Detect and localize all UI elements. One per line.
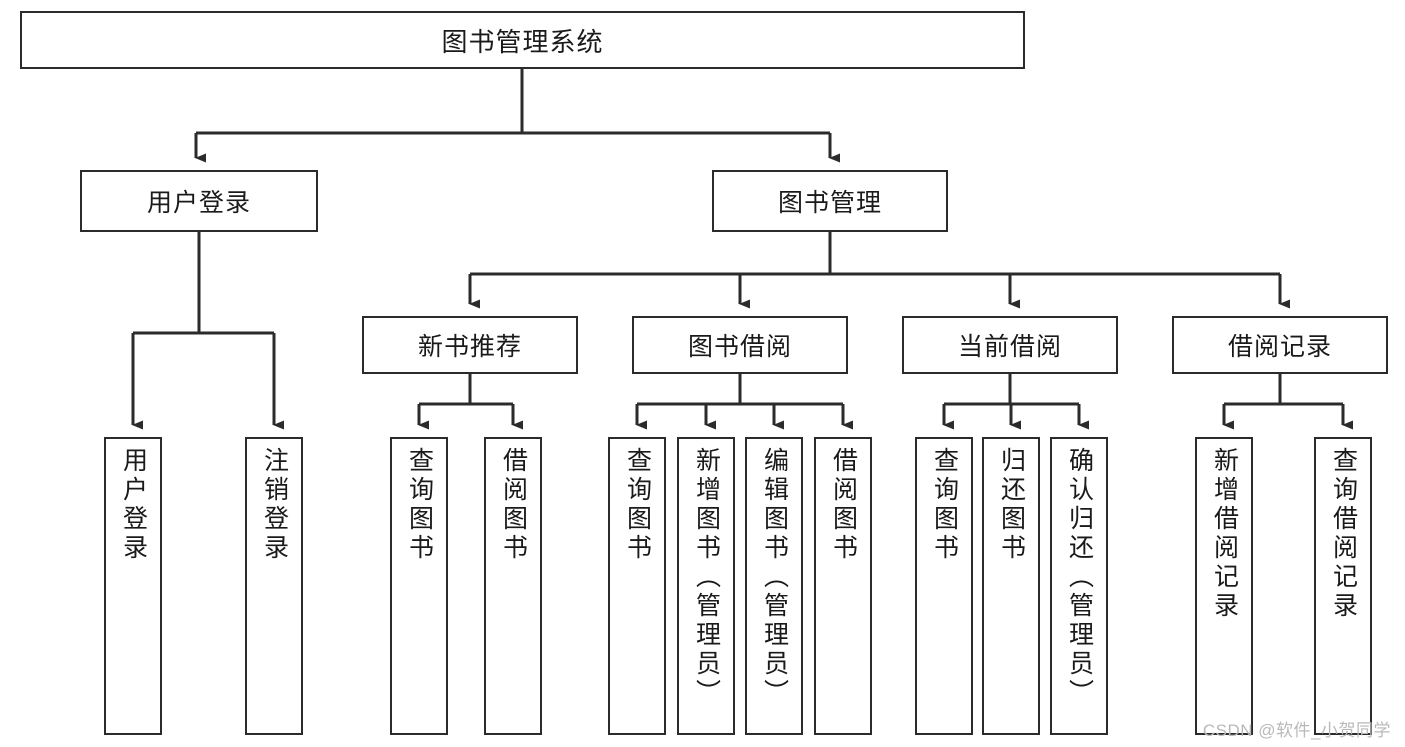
node-leaf-query-borrow-record[interactable]: 查询借阅记录	[1314, 437, 1372, 735]
node-label: 用户登录	[146, 189, 251, 217]
node-label: 借阅图书	[829, 447, 858, 563]
node-label: 当前借阅	[957, 333, 1062, 361]
node-new-book-recommendation[interactable]: 新书推荐	[362, 316, 578, 374]
node-leaf-borrow-book[interactable]: 借阅图书	[814, 437, 872, 735]
node-current-borrow[interactable]: 当前借阅	[902, 316, 1118, 374]
node-label: 新增借阅记录	[1210, 447, 1239, 621]
node-leaf-borrow-book-rec[interactable]: 借阅图书	[484, 437, 542, 735]
node-label: 图书管理系统	[441, 26, 604, 57]
node-user-login[interactable]: 用户登录	[80, 170, 318, 232]
node-label: 借阅记录	[1227, 333, 1332, 361]
node-label: 图书管理	[777, 189, 882, 217]
node-root-book-management-system[interactable]: 图书管理系统	[20, 11, 1025, 69]
node-leaf-query-book-current[interactable]: 查询图书	[915, 437, 973, 735]
node-leaf-return-book[interactable]: 归还图书	[982, 437, 1040, 735]
node-label: 确认归还（管理员）	[1065, 447, 1094, 708]
node-label: 查询图书	[930, 447, 959, 563]
node-leaf-query-book-borrow[interactable]: 查询图书	[608, 437, 666, 735]
watermark: CSDN @软件_小贺同学	[1202, 721, 1391, 740]
node-leaf-query-book-rec[interactable]: 查询图书	[390, 437, 448, 735]
node-label: 新书推荐	[417, 333, 522, 361]
node-label: 新增图书（管理员）	[692, 447, 721, 708]
node-label: 查询图书	[623, 447, 652, 563]
node-leaf-add-book-admin[interactable]: 新增图书（管理员）	[677, 437, 735, 735]
node-borrow-record[interactable]: 借阅记录	[1172, 316, 1388, 374]
node-label: 注销登录	[260, 447, 289, 563]
node-leaf-user-logout[interactable]: 注销登录	[245, 437, 303, 735]
node-label: 归还图书	[997, 447, 1026, 563]
node-leaf-user-login[interactable]: 用户登录	[104, 437, 162, 735]
node-label: 查询图书	[405, 447, 434, 563]
node-leaf-confirm-return-admin[interactable]: 确认归还（管理员）	[1050, 437, 1108, 735]
node-label: 图书借阅	[687, 333, 792, 361]
node-label: 查询借阅记录	[1329, 447, 1358, 621]
node-leaf-edit-book-admin[interactable]: 编辑图书（管理员）	[745, 437, 803, 735]
node-leaf-add-borrow-record[interactable]: 新增借阅记录	[1195, 437, 1253, 735]
node-label: 借阅图书	[499, 447, 528, 563]
node-label: 编辑图书（管理员）	[760, 447, 789, 708]
node-book-manage[interactable]: 图书管理	[712, 170, 948, 232]
node-label: 用户登录	[119, 447, 148, 563]
node-book-borrow[interactable]: 图书借阅	[632, 316, 848, 374]
